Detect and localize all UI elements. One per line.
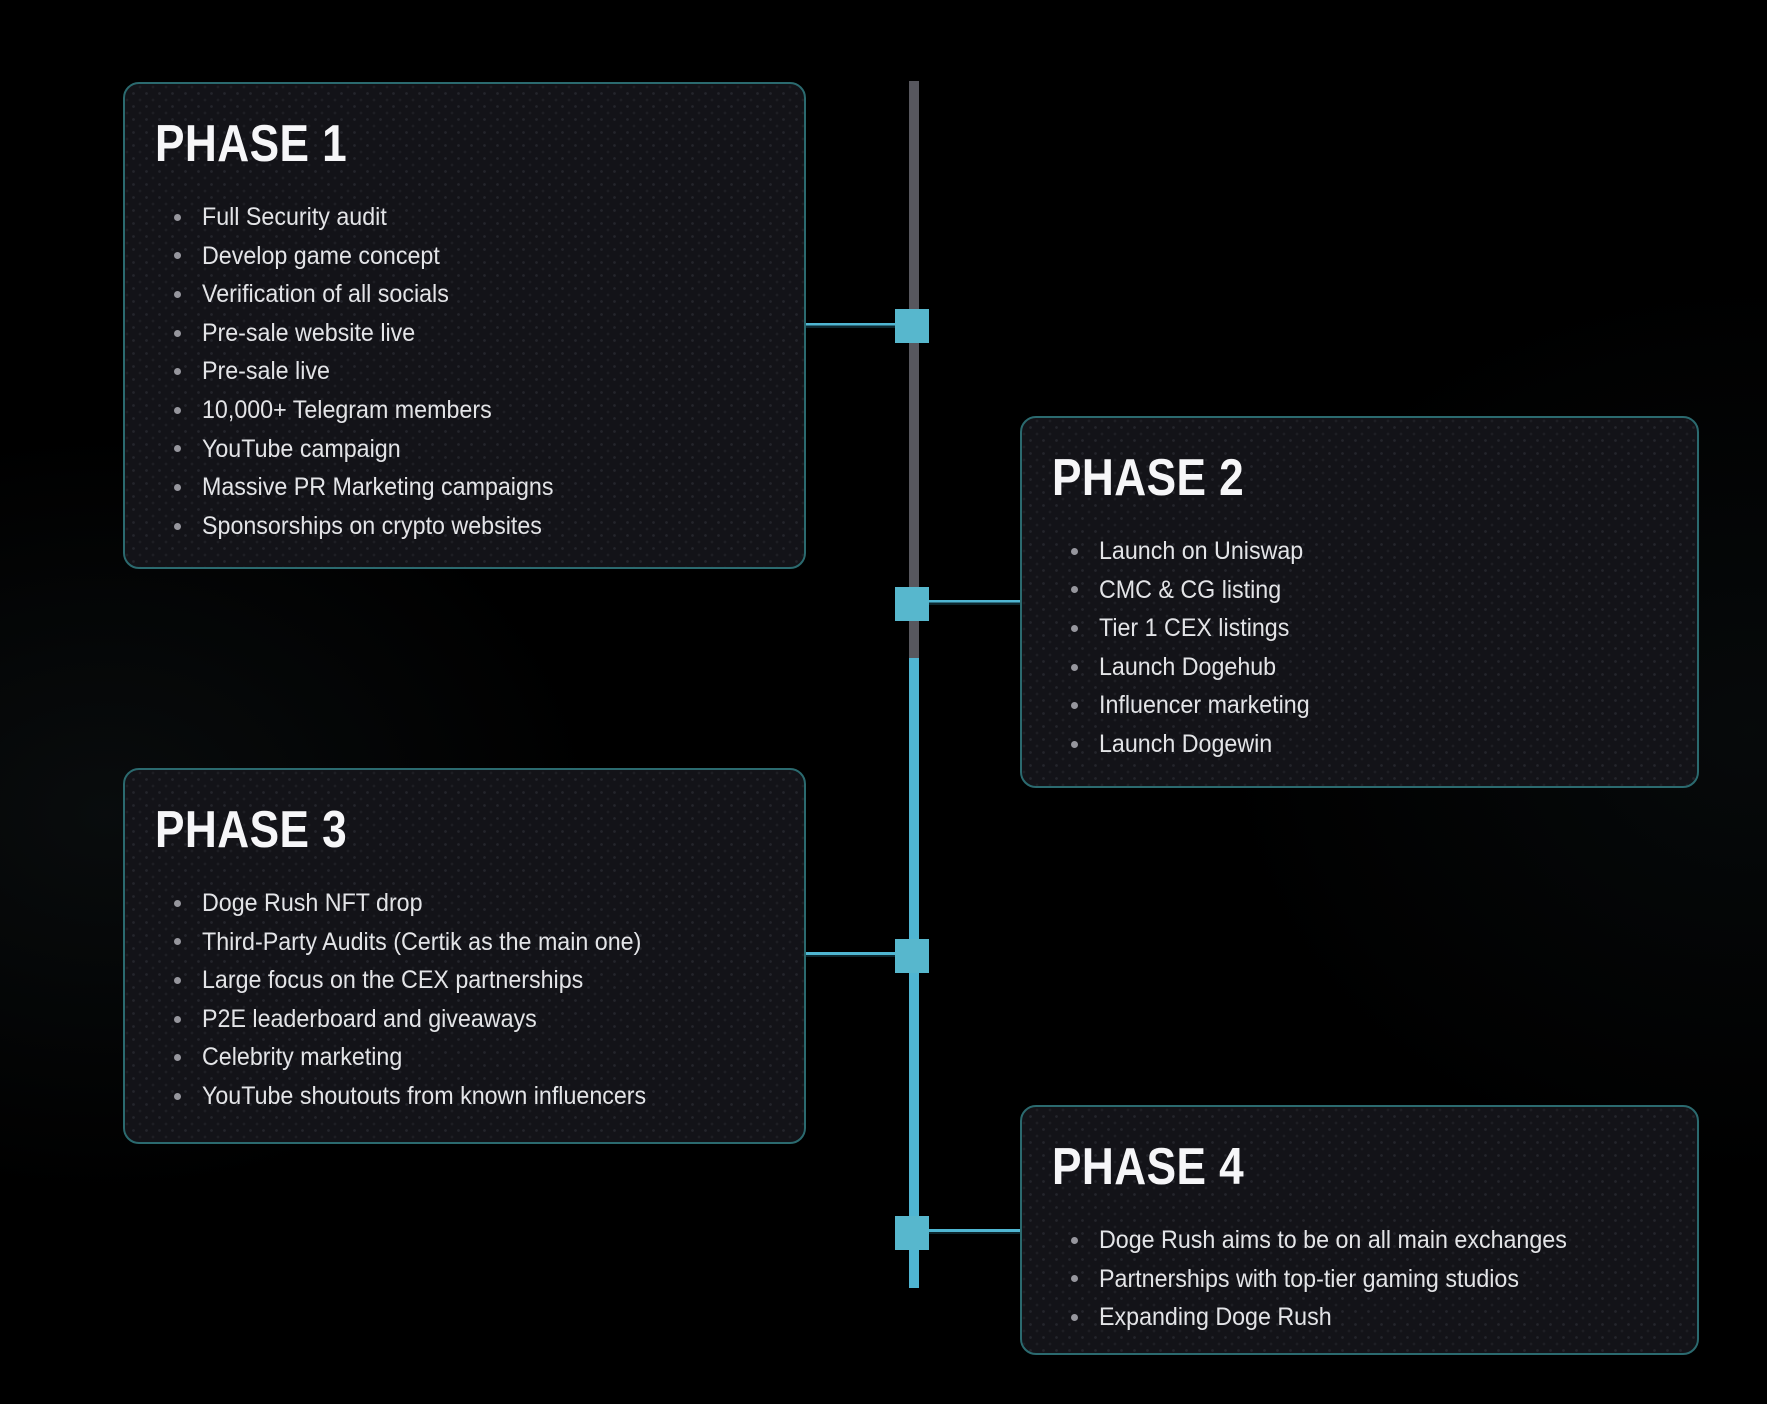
list-item: Partnerships with top-tier gaming studio… xyxy=(1052,1260,1667,1299)
connector-phase-3 xyxy=(806,952,895,957)
list-item-label: Celebrity marketing xyxy=(202,1043,403,1072)
connector-phase-2 xyxy=(929,600,1020,605)
phase-4-card: PHASE 4 Doge Rush aims to be on all main… xyxy=(1020,1105,1699,1355)
timeline-node-phase-4 xyxy=(895,1216,929,1250)
phase-2-title: PHASE 2 xyxy=(1052,452,1667,504)
list-item: Launch on Uniswap xyxy=(1052,532,1667,571)
phase-3-title-label: PHASE 3 xyxy=(155,801,348,859)
list-item: Doge Rush NFT drop xyxy=(155,884,774,923)
list-item-label: Develop game concept xyxy=(202,241,440,270)
timeline-node-phase-3 xyxy=(895,939,929,973)
list-item-label: Verification of all socials xyxy=(202,280,449,309)
phase-4-title: PHASE 4 xyxy=(1052,1141,1667,1193)
list-item-label: YouTube shoutouts from known influencers xyxy=(202,1081,647,1110)
timeline-node-phase-1 xyxy=(895,309,929,343)
list-item: Celebrity marketing xyxy=(155,1038,774,1077)
list-item-label: Large focus on the CEX partnerships xyxy=(202,966,584,995)
list-item: CMC & CG listing xyxy=(1052,571,1667,610)
list-item: Verification of all socials xyxy=(155,275,774,314)
list-item: Large focus on the CEX partnerships xyxy=(155,961,774,1000)
timeline-line-lower xyxy=(909,658,919,1288)
list-item-label: Doge Rush NFT drop xyxy=(202,889,423,917)
list-item-label: Expanding Doge Rush xyxy=(1099,1303,1332,1332)
list-item: YouTube shoutouts from known influencers xyxy=(155,1077,774,1116)
phase-1-title-label: PHASE 1 xyxy=(155,115,348,173)
list-item: Doge Rush aims to be on all main exchang… xyxy=(1052,1221,1667,1260)
list-item-label: Launch Dogewin xyxy=(1099,729,1273,758)
list-item-label: P2E leaderboard and giveaways xyxy=(202,1004,537,1033)
list-item: P2E leaderboard and giveaways xyxy=(155,1000,774,1039)
list-item: Expanding Doge Rush xyxy=(1052,1298,1667,1337)
list-item-label: Launch Dogehub xyxy=(1099,652,1277,681)
list-item-label: Third-Party Audits (Certik as the main o… xyxy=(202,927,642,956)
list-item: Tier 1 CEX listings xyxy=(1052,609,1667,648)
list-item-label: CMC & CG listing xyxy=(1099,575,1282,604)
list-item-label: Doge Rush aims to be on all main exchang… xyxy=(1099,1226,1567,1254)
list-item-label: Sponsorships on crypto websites xyxy=(202,511,542,540)
list-item-label: Full Security audit xyxy=(202,203,387,231)
phase-4-title-label: PHASE 4 xyxy=(1052,1138,1245,1196)
list-item: Pre-sale live xyxy=(155,352,774,391)
connector-phase-1 xyxy=(806,323,895,328)
phase-2-title-label: PHASE 2 xyxy=(1052,449,1245,507)
list-item: YouTube campaign xyxy=(155,430,774,469)
list-item: Massive PR Marketing campaigns xyxy=(155,468,774,507)
list-item: Sponsorships on crypto websites xyxy=(155,507,774,546)
list-item-label: Tier 1 CEX listings xyxy=(1099,614,1290,643)
list-item: Launch Dogewin xyxy=(1052,725,1667,764)
list-item: Third-Party Audits (Certik as the main o… xyxy=(155,923,774,962)
list-item: Develop game concept xyxy=(155,237,774,276)
connector-phase-4 xyxy=(929,1229,1020,1234)
timeline-line-upper xyxy=(909,81,919,658)
timeline-node-phase-2 xyxy=(895,587,929,621)
list-item-label: Pre-sale live xyxy=(202,357,330,386)
phase-1-title: PHASE 1 xyxy=(155,118,774,170)
list-item-label: Influencer marketing xyxy=(1099,691,1310,720)
list-item: 10,000+ Telegram members xyxy=(155,391,774,430)
list-item: Pre-sale website live xyxy=(155,314,774,353)
list-item-label: 10,000+ Telegram members xyxy=(202,395,492,424)
phase-3-title: PHASE 3 xyxy=(155,804,774,856)
list-item-label: YouTube campaign xyxy=(202,434,401,463)
list-item: Launch Dogehub xyxy=(1052,648,1667,687)
list-item-label: Partnerships with top-tier gaming studio… xyxy=(1099,1264,1519,1293)
phase-4-list: Doge Rush aims to be on all main exchang… xyxy=(1052,1221,1667,1337)
list-item: Full Security audit xyxy=(155,198,774,237)
list-item-label: Pre-sale website live xyxy=(202,318,416,347)
list-item: Influencer marketing xyxy=(1052,686,1667,725)
list-item-label: Launch on Uniswap xyxy=(1099,537,1304,565)
list-item-label: Massive PR Marketing campaigns xyxy=(202,473,554,502)
